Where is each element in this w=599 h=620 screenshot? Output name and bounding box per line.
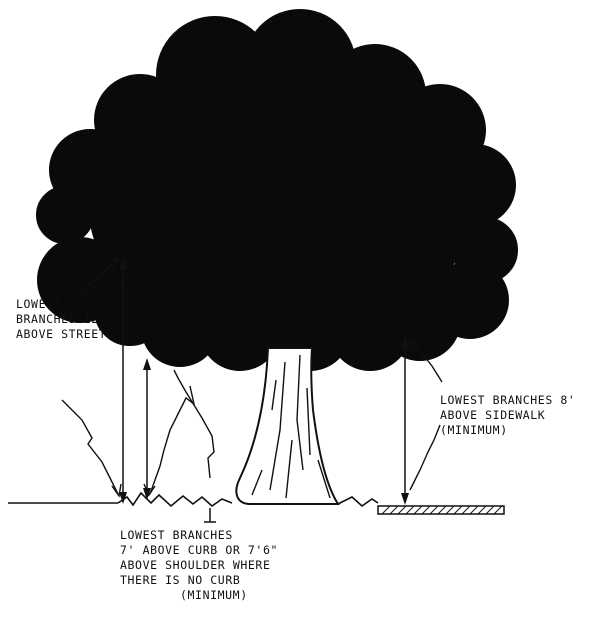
sidewalk-slab [377,505,505,515]
sidewalk-height-dimension [401,336,409,505]
sidewalk-clearance-label: LOWEST BRANCHES 8' ABOVE SIDEWALK (MINIM… [440,393,575,438]
ground-line [8,491,379,508]
street-height-dimension [119,258,127,504]
curb-label-line-2: 7' ABOVE CURB OR 7'6" [120,543,278,557]
sidewalk-label-line-1: LOWEST BRANCHES 8' [440,393,576,407]
curb-clearance-label: LOWEST BRANCHES 7' ABOVE CURB OR 7'6" AB… [120,528,278,603]
curb-label-line-5: (MINIMUM) [180,588,248,602]
leader-lines [61,257,443,498]
tree-trunk [235,347,340,505]
curb-height-dimension [143,358,151,500]
street-clearance-label: LOWEST BRANCHES 12' ABOVE STREET [16,297,106,342]
sidewalk-label-line-3: (MINIMUM) [440,423,508,437]
sidewalk-label-line-2: ABOVE SIDEWALK [440,408,546,422]
street-label-line-2: BRANCHES 12' [16,312,107,326]
street-label-line-1: LOWEST [16,297,62,311]
curb-tick-mark [204,508,216,523]
street-label-line-3: ABOVE STREET [16,327,107,341]
curb-label-line-4: THERE IS NO CURB [120,573,241,587]
curb-label-line-1: LOWEST BRANCHES [120,528,233,542]
curb-label-line-3: ABOVE SHOULDER WHERE [120,558,271,572]
tree-canopy [36,9,518,371]
